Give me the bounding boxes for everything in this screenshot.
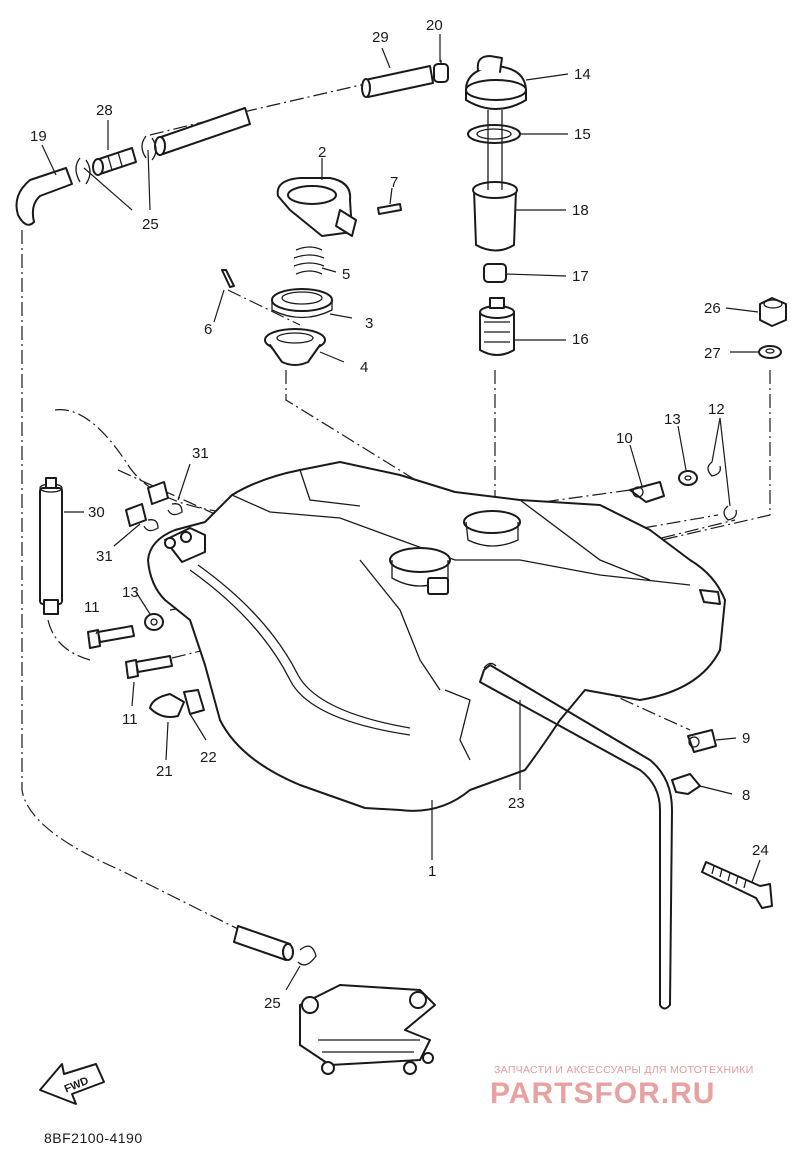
callout-24: 24 [752,842,769,859]
cap-8 [671,773,701,795]
callout-23: 23 [508,795,525,812]
clip-10 [629,481,665,503]
hose-19 [15,167,73,226]
diagram-code: 8BF2100-4190 [44,1130,143,1146]
callout-28: 28 [96,102,113,119]
pin-6 [221,269,235,288]
washer-13-left [144,613,164,631]
fwd-arrow-icon: FWD [39,1063,105,1105]
callout-15: 15 [574,126,591,143]
washer-13-right [678,470,698,486]
callout-22: 22 [200,749,217,766]
clamp-20 [433,60,449,83]
callout-numbers: 1 2 3 4 5 6 7 8 9 10 11 11 12 13 13 14 1… [30,17,769,1012]
callout-30: 30 [88,504,105,521]
callout-1: 1 [428,863,436,880]
callout-21: 21 [156,763,173,780]
watermark-brand: PARTSFOR.RU [490,1077,715,1110]
callout-19: 19 [30,128,47,145]
bolts-11 [87,625,173,679]
watermark-tagline: ЗАПЧАСТИ И АКСЕССУАРЫ ДЛЯ МОТОТЕХНИКИ [494,1064,754,1076]
callout-11b: 11 [122,711,138,728]
callout-5: 5 [342,266,350,283]
callout-18: 18 [572,202,589,219]
ring-3 [271,288,333,319]
callout-11a: 11 [84,599,100,616]
callout-31a: 31 [192,445,209,462]
joint-28 [92,147,137,176]
callout-17: 17 [572,268,589,285]
fuel-cock [299,984,436,1075]
gasket-15 [467,124,521,144]
cap-2 [276,177,357,237]
band-24 [701,861,773,909]
callout-25a: 25 [142,216,159,233]
clips-25-top [75,135,157,185]
washer-27 [758,345,782,359]
hose-bottom [233,925,294,961]
nut-17 [483,263,507,283]
clamp-22 [183,689,205,715]
pump-body-18 [472,110,518,252]
callout-13a: 13 [122,584,139,601]
callout-12: 12 [708,401,725,418]
callout-10: 10 [616,430,633,447]
callout-13b: 13 [664,411,681,428]
callout-6: 6 [204,321,212,338]
callout-7: 7 [390,174,398,191]
clip-9 [687,729,717,753]
watermark: ЗАПЧАСТИ И АКСЕССУАРЫ ДЛЯ МОТОТЕХНИКИ PA… [490,1064,754,1110]
callout-2: 2 [318,144,326,161]
clip-25-bottom [297,945,317,966]
filter-16 [479,297,515,356]
callout-20: 20 [426,17,443,34]
hose-29 [361,65,434,98]
callout-29: 29 [372,29,389,46]
pump-cover-14 [465,55,527,110]
callout-27: 27 [704,345,721,362]
callout-3: 3 [365,315,373,332]
pin-7 [377,203,402,215]
clips-12 [707,461,737,521]
breather-hose [479,662,673,1010]
spring-5 [293,246,325,275]
hose-long-top [154,107,251,156]
callout-31b: 31 [96,548,113,565]
callout-16: 16 [572,331,589,348]
dampers-31 [125,481,183,532]
hose-21 [149,693,185,718]
callout-leaders [41,34,761,991]
callout-8: 8 [742,787,750,804]
nut-26 [759,297,787,327]
callout-25b: 25 [264,995,281,1012]
callout-4: 4 [360,359,368,376]
callout-14: 14 [574,66,591,83]
callout-26: 26 [704,300,721,317]
callout-9: 9 [742,730,750,747]
seal-4 [264,328,326,366]
hose-30 [39,477,63,615]
fuel-tank [147,461,726,812]
